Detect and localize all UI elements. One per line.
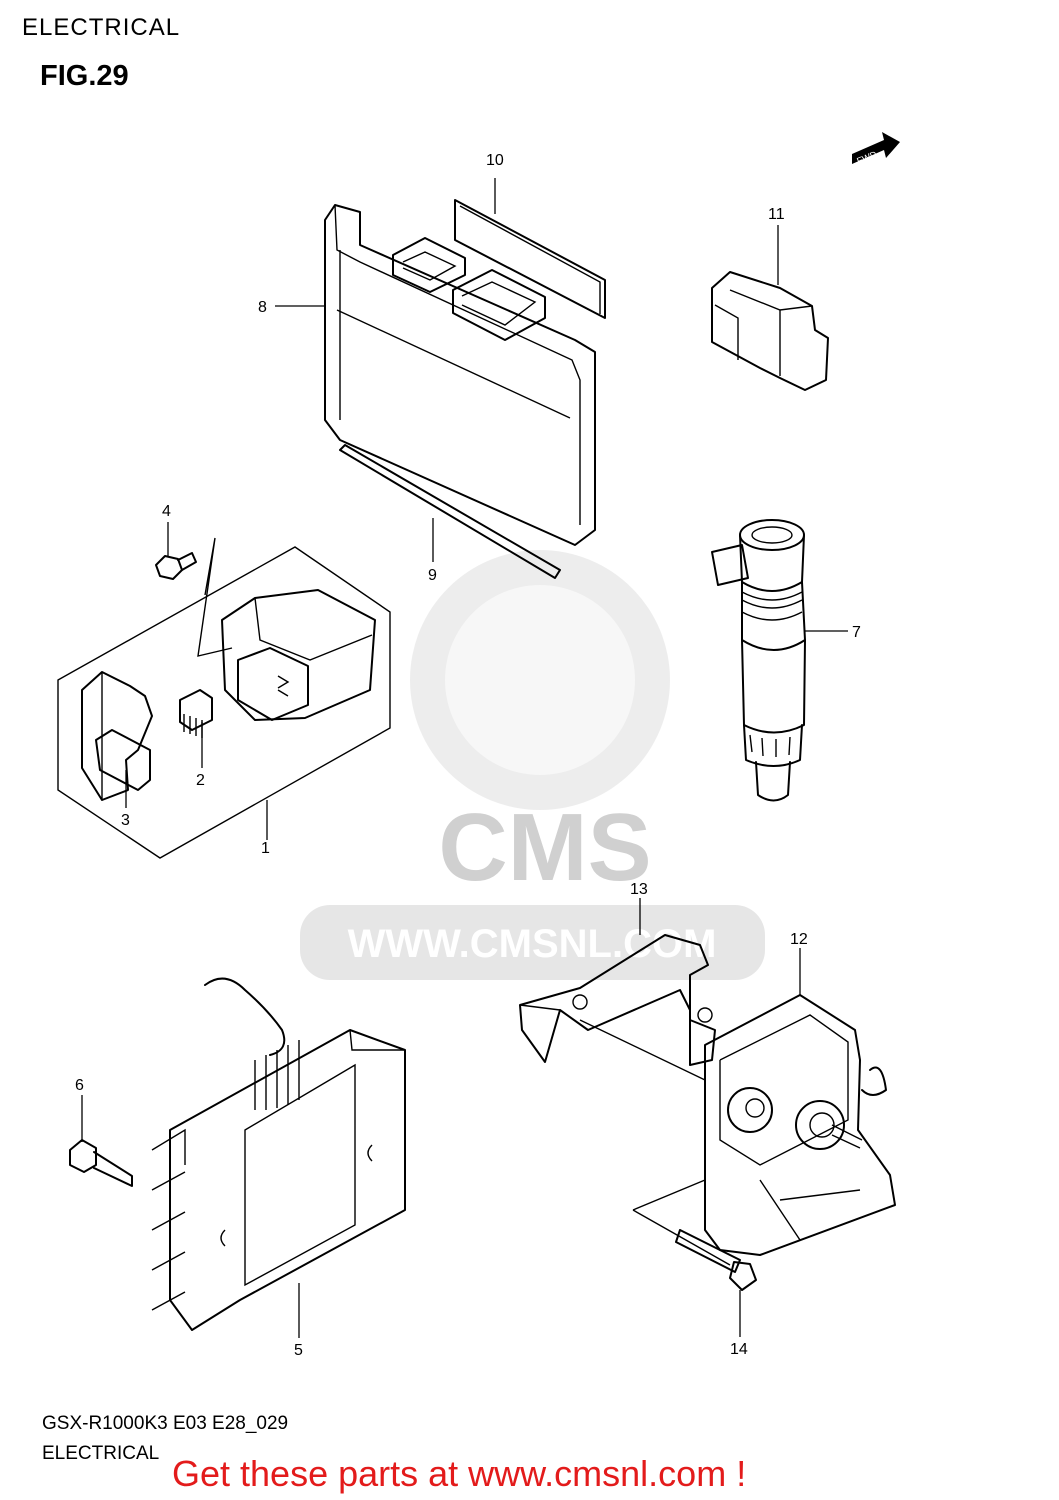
footer-section: ELECTRICAL	[42, 1443, 160, 1464]
callout-13: 13	[630, 881, 648, 898]
figure-label: FIG.29	[40, 60, 129, 92]
part-13-bracket	[519, 934, 716, 1081]
part-6-bolt	[69, 1139, 133, 1187]
callout-3: 3	[121, 812, 130, 829]
part-8-ecm	[324, 204, 596, 546]
callout-11: 11	[768, 206, 785, 223]
watermark-url: WWW.CMSNL.COM	[348, 922, 717, 966]
callout-9: 9	[428, 567, 437, 584]
watermark: CMS WWW.CMSNL.COM	[300, 550, 765, 980]
part-5-regulator	[151, 977, 406, 1331]
watermark-brand: CMS	[438, 794, 651, 901]
callout-12: 12	[790, 931, 808, 948]
call-to-action-link[interactable]: Get these parts at www.cmsnl.com !	[172, 1453, 747, 1494]
part-11-connector	[711, 271, 829, 391]
leader-lines	[81, 178, 848, 1338]
direction-arrow-icon: FWD	[852, 132, 900, 166]
part-12-throttle-sensor	[704, 994, 896, 1256]
part-14-screw	[632, 1179, 757, 1291]
callout-labels: 1 2 3 4 5 6 7 8 9 10 11 12 13 14	[75, 152, 861, 1359]
callout-14: 14	[730, 1341, 748, 1358]
part-9-strip	[339, 444, 561, 579]
part-1-fuse-box	[57, 537, 391, 859]
callout-5: 5	[294, 1342, 303, 1359]
watermark-url-plate	[300, 905, 765, 980]
callout-7: 7	[852, 624, 861, 641]
callout-2: 2	[196, 772, 205, 789]
callout-1: 1	[261, 840, 270, 857]
part-4-bolt	[155, 552, 197, 580]
callout-4: 4	[162, 503, 171, 520]
part-7-ignition-coil	[711, 519, 806, 802]
model-code: GSX-R1000K3 E03 E28_029	[42, 1413, 289, 1434]
callout-6: 6	[75, 1077, 84, 1094]
callout-8: 8	[258, 299, 267, 316]
part-10-pad	[454, 199, 606, 319]
section-title: ELECTRICAL	[22, 14, 181, 41]
callout-10: 10	[486, 152, 504, 169]
